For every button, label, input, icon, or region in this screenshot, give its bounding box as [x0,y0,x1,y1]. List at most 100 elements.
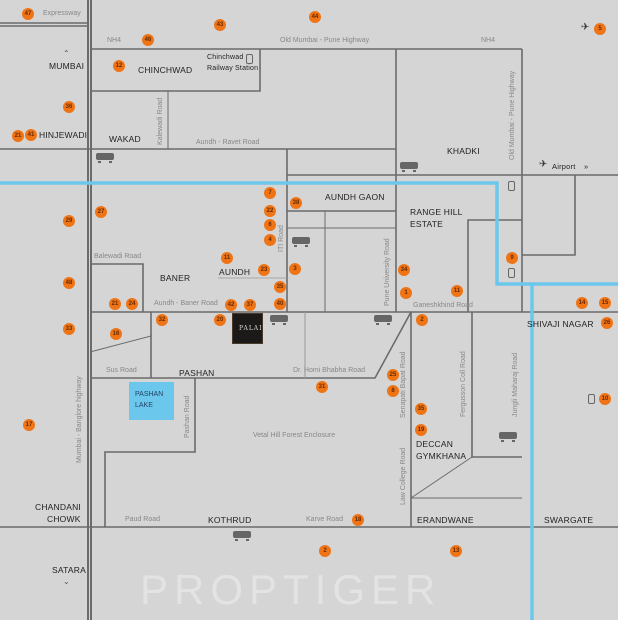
location-marker[interactable]: 40 [274,298,286,310]
project-logo[interactable]: PALAIS [232,313,267,344]
place-swargate: SWARGATE [544,515,594,525]
location-marker[interactable]: 37 [244,299,256,311]
chevron-down-icon: ⌄ [63,577,70,586]
location-marker[interactable]: 44 [309,11,321,23]
road-karve: Karve Road [306,516,343,523]
location-marker[interactable]: 34 [398,264,410,276]
location-marker[interactable]: 2 [319,545,331,557]
road-iti: ITI Road [278,225,285,252]
place-range-hill: RANGE HILL [410,207,463,217]
place-chinchwad: CHINCHWAD [138,65,193,75]
location-marker[interactable]: 35 [274,281,286,293]
train-icon[interactable] [508,181,515,191]
location-marker[interactable]: 46 [142,34,154,46]
location-marker[interactable]: 14 [576,297,588,309]
location-marker[interactable]: 4 [264,234,276,246]
bus-icon[interactable] [400,162,418,172]
location-marker[interactable]: 47 [22,8,34,20]
bus-icon[interactable] [499,432,517,442]
road-homi-bhabha: Dr. Homi Bhabha Road [293,367,365,374]
location-marker[interactable]: 26 [601,317,613,329]
chinchwad-station-label: Railway Station [207,65,259,72]
place-range-hill: ESTATE [410,219,444,229]
location-marker[interactable]: 21 [109,298,121,310]
place-satara: SATARA [52,565,86,575]
location-marker[interactable]: 15 [599,297,611,309]
location-marker[interactable]: 11 [451,285,463,297]
location-marker[interactable]: 22 [264,205,276,217]
location-marker[interactable]: 42 [225,299,237,311]
location-marker[interactable]: 33 [63,323,75,335]
bus-icon[interactable] [96,153,114,163]
road-mumbai-bangalore: Mumbai - Banglore highway [76,376,83,463]
location-marker[interactable]: 29 [63,215,75,227]
location-marker[interactable]: 36 [63,101,75,113]
road-senapati-bapat: Senapati Bapat Road [400,351,407,418]
vetal-hill-forest: Vetal Hill Forest Enclosure [253,432,336,439]
location-marker[interactable]: 5 [594,23,606,35]
location-marker[interactable]: 25 [387,369,399,381]
location-marker[interactable]: 48 [63,277,75,289]
road-old-mumbai-pune: Old Mumbai - Pune Highway [280,37,370,44]
location-marker[interactable]: 17 [23,419,35,431]
location-marker[interactable]: 43 [214,19,226,31]
location-marker[interactable]: 9 [506,252,518,264]
place-deccan-gymkhana: GYMKHANA [416,451,467,461]
location-marker[interactable]: 41 [25,129,37,141]
road-sus: Sus Road [106,367,137,374]
location-marker[interactable]: 12 [113,60,125,72]
location-marker[interactable]: 10 [599,393,611,405]
road-aundh-baner: Aundh - Baner Road [154,300,218,307]
location-marker[interactable]: 13 [450,545,462,557]
location-marker[interactable]: 6 [264,219,276,231]
road-kalewadi: Kalewadi Road [157,97,164,145]
airplane-icon: ✈ [539,159,548,170]
chevron-up-icon: ⌃ [63,49,70,58]
location-marker[interactable]: 27 [95,206,107,218]
location-marker[interactable]: 1 [400,287,412,299]
location-marker[interactable]: 2 [416,314,428,326]
location-marker[interactable]: 8 [387,385,399,397]
location-marker[interactable]: 20 [214,314,226,326]
bus-icon[interactable] [233,531,251,541]
pashan-lake: PASHAN LAKE [129,382,174,420]
location-marker[interactable]: 3 [289,263,301,275]
place-aundh-gaon: AUNDH GAON [325,192,385,202]
bus-icon[interactable] [270,315,288,325]
location-marker[interactable]: 35 [415,403,427,415]
lake-label: PASHAN [135,391,164,398]
place-khadki: KHADKI [447,146,480,156]
location-marker[interactable]: 23 [258,264,270,276]
place-pashan: PASHAN [179,368,215,378]
road-ganeshkhind: Ganeshkhind Road [413,302,473,309]
road-jungli-maharaj: Jungli Maharaj Road [512,352,519,417]
train-icon[interactable] [508,268,515,278]
location-marker[interactable]: 11 [221,252,233,264]
place-kothrud: KOTHRUD [208,515,252,525]
train-icon[interactable] [588,394,595,404]
chinchwad-station-label: Chinchwad [207,54,244,61]
location-marker[interactable]: 32 [156,314,168,326]
location-marker[interactable]: 31 [316,381,328,393]
location-marker[interactable]: 7 [264,187,276,199]
lake-label: LAKE [135,402,153,409]
location-marker[interactable]: 38 [290,197,302,209]
place-erandwane: ERANDWANE [417,515,474,525]
location-marker[interactable]: 19 [415,424,427,436]
bus-icon[interactable] [374,315,392,325]
road-fergusson: Fergusson Coll Road [460,351,467,417]
train-icon[interactable] [246,54,253,64]
bus-icon[interactable] [292,237,310,247]
location-marker[interactable]: 24 [126,298,138,310]
airport-label[interactable]: Airport [552,162,576,171]
airplane-icon: ✈ [581,22,590,33]
place-chandani-chowk: CHANDANI [35,502,81,512]
chevron-right-icon: » [584,162,589,171]
place-deccan-gymkhana: DECCAN [416,439,454,449]
road-pune-university: Pune University Road [384,238,391,306]
place-chandani-chowk: CHOWK [47,514,81,524]
location-marker[interactable]: 21 [12,130,24,142]
location-marker[interactable]: 16 [110,328,122,340]
location-marker[interactable]: 18 [352,514,364,526]
